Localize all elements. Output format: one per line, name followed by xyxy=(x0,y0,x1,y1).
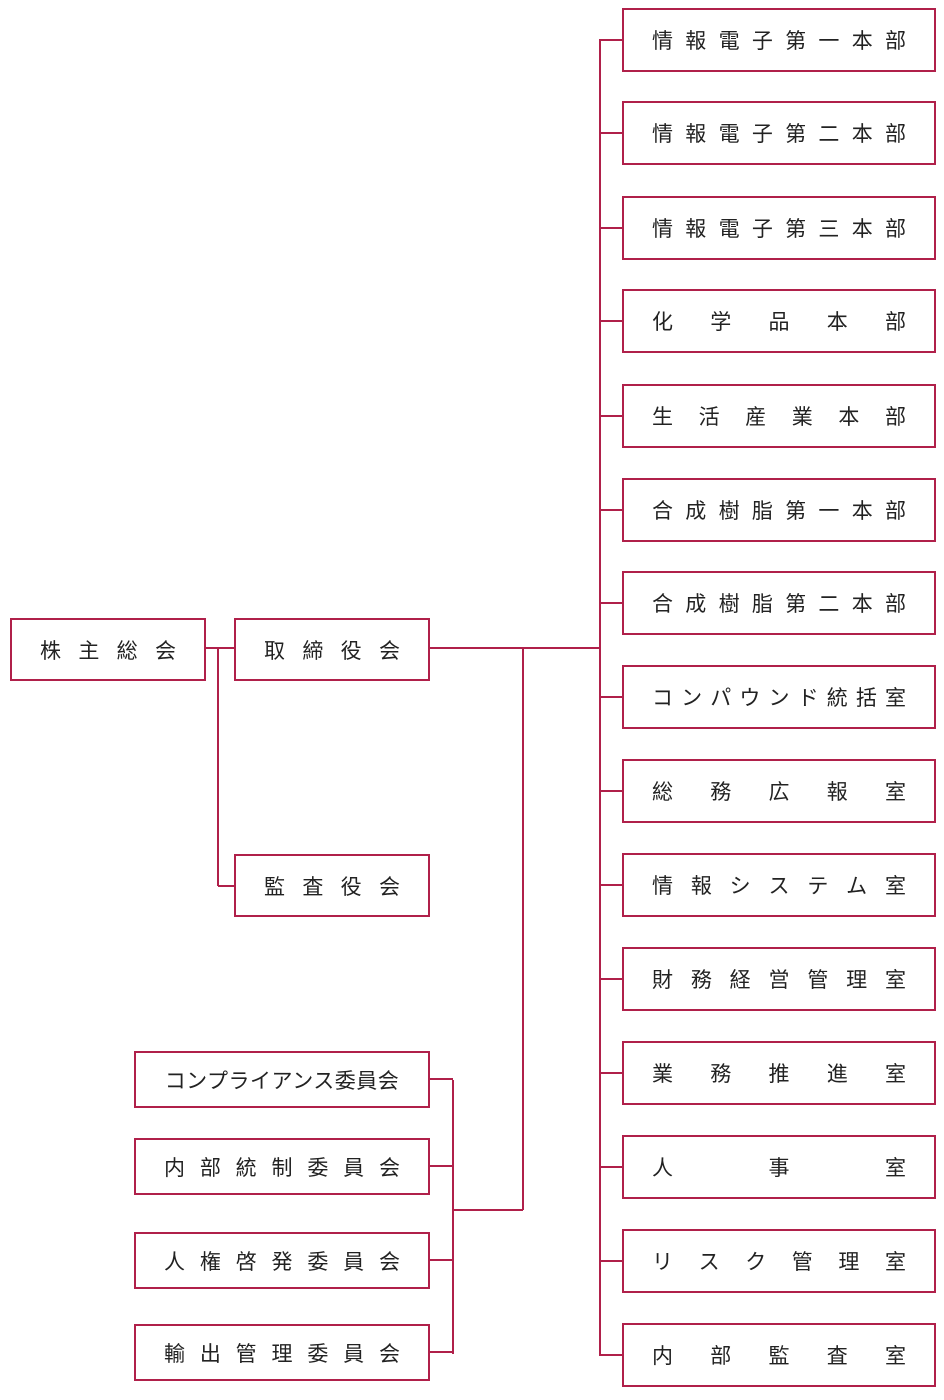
division-box: 人事室 xyxy=(622,1135,936,1199)
committee-box: コンプライアンス委員会 xyxy=(134,1051,430,1108)
division-label: 情報システム室 xyxy=(652,874,906,898)
committee-label: 人権啓発委員会 xyxy=(164,1249,400,1274)
division-label: 合成樹脂第一本部 xyxy=(652,499,906,523)
division-label: 化学品本部 xyxy=(652,310,906,334)
division-box: 内部監査室 xyxy=(622,1323,936,1387)
division-label: 業務推進室 xyxy=(652,1062,906,1086)
division-label: 財務経営管理室 xyxy=(652,968,906,992)
committee-label: 内部統制委員会 xyxy=(164,1155,400,1180)
division-label: 総務広報室 xyxy=(652,780,906,804)
division-box: 合成樹脂第二本部 xyxy=(622,571,936,635)
division-label: コンパウンド統括室 xyxy=(652,686,906,710)
shareholders-meeting-label: 株主総会 xyxy=(40,638,176,663)
division-box: 生活産業本部 xyxy=(622,384,936,448)
division-box: リスク管理室 xyxy=(622,1229,936,1293)
committee-label: 輸出管理委員会 xyxy=(164,1341,400,1366)
committee-box: 内部統制委員会 xyxy=(134,1138,430,1195)
committee-box: 輸出管理委員会 xyxy=(134,1324,430,1381)
division-label: リスク管理室 xyxy=(652,1250,906,1274)
division-label: 合成樹脂第二本部 xyxy=(652,592,906,616)
division-box: 合成樹脂第一本部 xyxy=(622,478,936,542)
audit-board-box: 監査役会 xyxy=(234,854,430,917)
division-box: 総務広報室 xyxy=(622,759,936,823)
division-label: 情報電子第一本部 xyxy=(652,29,906,53)
division-box: 情報システム室 xyxy=(622,853,936,917)
division-box: 業務推進室 xyxy=(622,1041,936,1105)
committee-box: 人権啓発委員会 xyxy=(134,1232,430,1289)
division-box: 情報電子第三本部 xyxy=(622,196,936,260)
division-label: 内部監査室 xyxy=(652,1344,906,1368)
division-box: 情報電子第一本部 xyxy=(622,8,936,72)
board-of-directors-label: 取締役会 xyxy=(264,638,400,663)
division-box: コンパウンド統括室 xyxy=(622,665,936,729)
division-box: 化学品本部 xyxy=(622,289,936,353)
board-of-directors-box: 取締役会 xyxy=(234,618,430,681)
division-box: 財務経営管理室 xyxy=(622,947,936,1011)
division-box: 情報電子第二本部 xyxy=(622,101,936,165)
audit-board-label: 監査役会 xyxy=(264,874,400,899)
committee-label: コンプライアンス委員会 xyxy=(164,1068,400,1093)
division-label: 生活産業本部 xyxy=(652,405,906,429)
division-label: 人事室 xyxy=(652,1156,906,1180)
shareholders-meeting-box: 株主総会 xyxy=(10,618,206,681)
division-label: 情報電子第三本部 xyxy=(652,217,906,241)
division-label: 情報電子第二本部 xyxy=(652,122,906,146)
